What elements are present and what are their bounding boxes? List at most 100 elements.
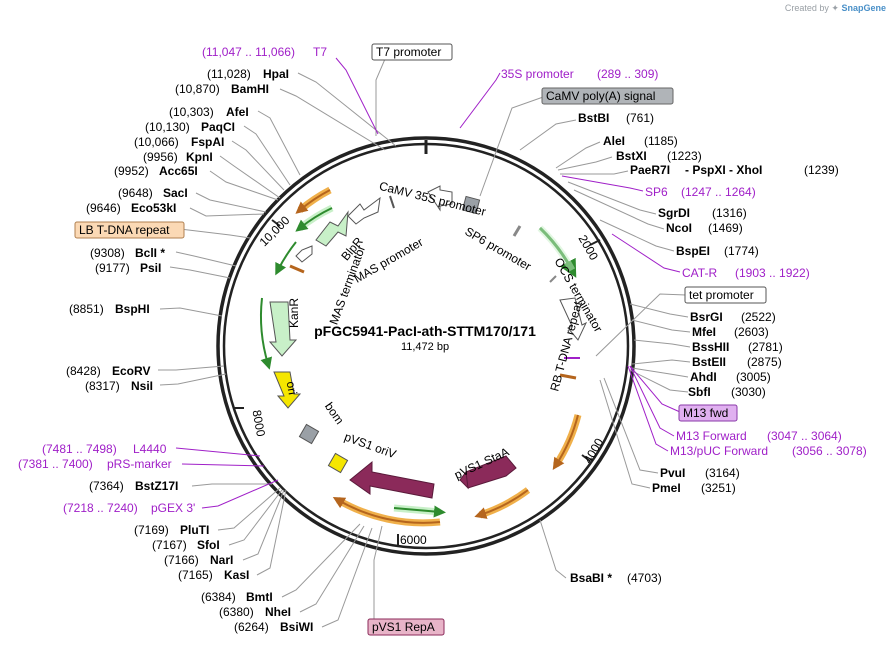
primer-pgex-name: pGEX 3' xyxy=(151,501,195,515)
site-pspxi: - PspXI - XhoI xyxy=(685,163,762,177)
sp6-promoter-mark xyxy=(512,225,522,237)
primer-prs-name: pRS-marker xyxy=(107,457,172,471)
site-bspei: BspEI xyxy=(676,244,710,258)
primer-l4440-name: L4440 xyxy=(133,442,167,456)
primer-l4440-range: (7481 .. 7498) xyxy=(42,442,117,456)
pvs1-oriv-arrow xyxy=(349,460,435,499)
site-bstz17i: BstZ17I xyxy=(135,479,178,493)
site-fspai: FspAI xyxy=(191,135,224,149)
credit-prefix: Created by xyxy=(784,3,829,13)
site-ncoi-pos: (1469) xyxy=(708,221,743,235)
pvs1-repa-box xyxy=(367,618,445,636)
orange-arc-bottom xyxy=(332,496,441,524)
tick-4000 xyxy=(581,454,591,462)
site-bstz17i-pos: (7364) xyxy=(89,479,124,493)
tet-promoter-box xyxy=(684,286,767,304)
site-kasi: KasI xyxy=(224,568,249,582)
site-psii: PsiI xyxy=(140,261,161,275)
site-kasi-pos: (7165) xyxy=(178,568,213,582)
camv-polya-box-label xyxy=(541,87,674,105)
primer-35s-name: 35S promoter xyxy=(501,67,574,81)
site-bsphi: BspHI xyxy=(115,302,150,316)
site-ecorv-pos: (8428) xyxy=(66,364,101,378)
primer-m13forward-name: M13 Forward xyxy=(676,429,747,443)
site-acc65i: Acc65I xyxy=(159,164,198,178)
site-paqci-pos: (10,130) xyxy=(145,120,190,134)
right-site-labels: BstBI (761) AleI (1185) BstXI (1223) Pae… xyxy=(570,111,867,585)
site-saci: SacI xyxy=(163,186,188,200)
site-nari: NarI xyxy=(210,553,233,567)
inner-features xyxy=(259,185,588,527)
mas-promoter-arrow xyxy=(347,196,381,225)
plasmid-name: pFGC5941-PacI-ath-STTM170/171 xyxy=(314,323,536,339)
site-ecorv: EcoRV xyxy=(112,364,150,378)
plasmid-length: 11,472 bp xyxy=(401,341,449,353)
ocs-terminator-arrow xyxy=(559,297,588,341)
site-sgrdi: SgrDI xyxy=(658,206,690,220)
site-xhoi-name: XhoI xyxy=(736,163,762,177)
site-bstbi: BstBI xyxy=(578,111,609,125)
site-bcli-pos: (9308) xyxy=(90,246,125,260)
site-pluti-pos: (7169) xyxy=(134,523,169,537)
site-sgrdi-pos: (1316) xyxy=(712,206,747,220)
primer-t7-range: (11,047 .. 11,066) xyxy=(202,45,295,59)
orange-arc-5000-bg xyxy=(478,487,531,519)
camv35s-arrow xyxy=(427,185,453,212)
site-nhei: NheI xyxy=(265,605,291,619)
site-bsteii-pos: (2875) xyxy=(747,355,782,369)
snapgene-credit: Created by ✦ SnapGene xyxy=(785,3,886,14)
site-bmti: BmtI xyxy=(246,590,273,604)
site-afei-pos: (10,303) xyxy=(169,105,214,119)
mas-terminator-arrow xyxy=(295,245,313,263)
primer-catr-name: CAT-R xyxy=(682,266,717,280)
ocs-mark xyxy=(549,275,557,283)
site-pvui-pos: (3164) xyxy=(705,466,740,480)
site-afei: AfeI xyxy=(226,105,249,119)
site-bcli: BclI * xyxy=(135,246,165,260)
site-eco53ki-pos: (9646) xyxy=(86,201,121,215)
pvs1-repa-label: pVS1 RepA xyxy=(372,620,435,634)
site-bsteii: BstEII xyxy=(692,355,726,369)
primer-m13forward-range: (3047 .. 3064) xyxy=(767,429,842,443)
left-site-labels: (11,047 .. 11,066) T7 (11,028) HpaI (10,… xyxy=(18,45,327,634)
site-mfei-pos: (2603) xyxy=(734,325,769,339)
site-bspei-pos: (1774) xyxy=(724,244,759,258)
site-sfoi: SfoI xyxy=(197,538,220,552)
site-hpai: HpaI xyxy=(263,67,289,81)
label-ori: ori xyxy=(284,380,300,396)
tick-label-4000: 4000 xyxy=(581,436,607,466)
primer-m13puc-range: (3056 .. 3078) xyxy=(792,444,867,458)
top-features: T7 promoter 35S promoter (289 .. 309) Ca… xyxy=(371,43,674,105)
site-saci-pos: (9648) xyxy=(118,186,153,200)
site-bsiwi: BsiWI xyxy=(280,620,313,634)
site-pvui: PvuI xyxy=(660,466,685,480)
site-pmei: PmeI xyxy=(652,481,681,495)
backbone-outer xyxy=(216,136,636,556)
primer-35s-range: (289 .. 309) xyxy=(597,67,658,81)
primer-sp6-name: SP6 xyxy=(645,185,668,199)
site-pspxi-name: PspXI xyxy=(692,163,725,177)
site-bstxi: BstXI xyxy=(616,149,647,163)
site-fspai-pos: (10,066) xyxy=(134,135,179,149)
site-ncoi: NcoI xyxy=(666,221,692,235)
orange-arc-left xyxy=(295,189,331,214)
tet-promoter-label: tet promoter xyxy=(689,288,754,302)
site-bsiwi-pos: (6264) xyxy=(234,620,269,634)
site-hpai-pos: (11,028) xyxy=(207,67,251,81)
site-alei: AleI xyxy=(603,134,625,148)
yellow-square xyxy=(327,452,349,474)
green-arc-mas xyxy=(275,241,297,276)
label-kanr: KanR xyxy=(287,298,301,328)
tick-2000 xyxy=(589,239,601,246)
orange-arc-4000-bg xyxy=(553,414,582,467)
site-sbfi: SbfI xyxy=(688,385,711,399)
tick-label-6000: 6000 xyxy=(400,533,427,547)
lb-repeat-mark xyxy=(289,264,305,274)
t7-promoter-label: T7 promoter xyxy=(376,45,441,59)
ori-arrow xyxy=(273,371,302,409)
site-bamhi: BamHI xyxy=(231,82,269,96)
rb-repeat-mark xyxy=(559,373,577,380)
site-bsshii-pos: (2781) xyxy=(748,340,783,354)
